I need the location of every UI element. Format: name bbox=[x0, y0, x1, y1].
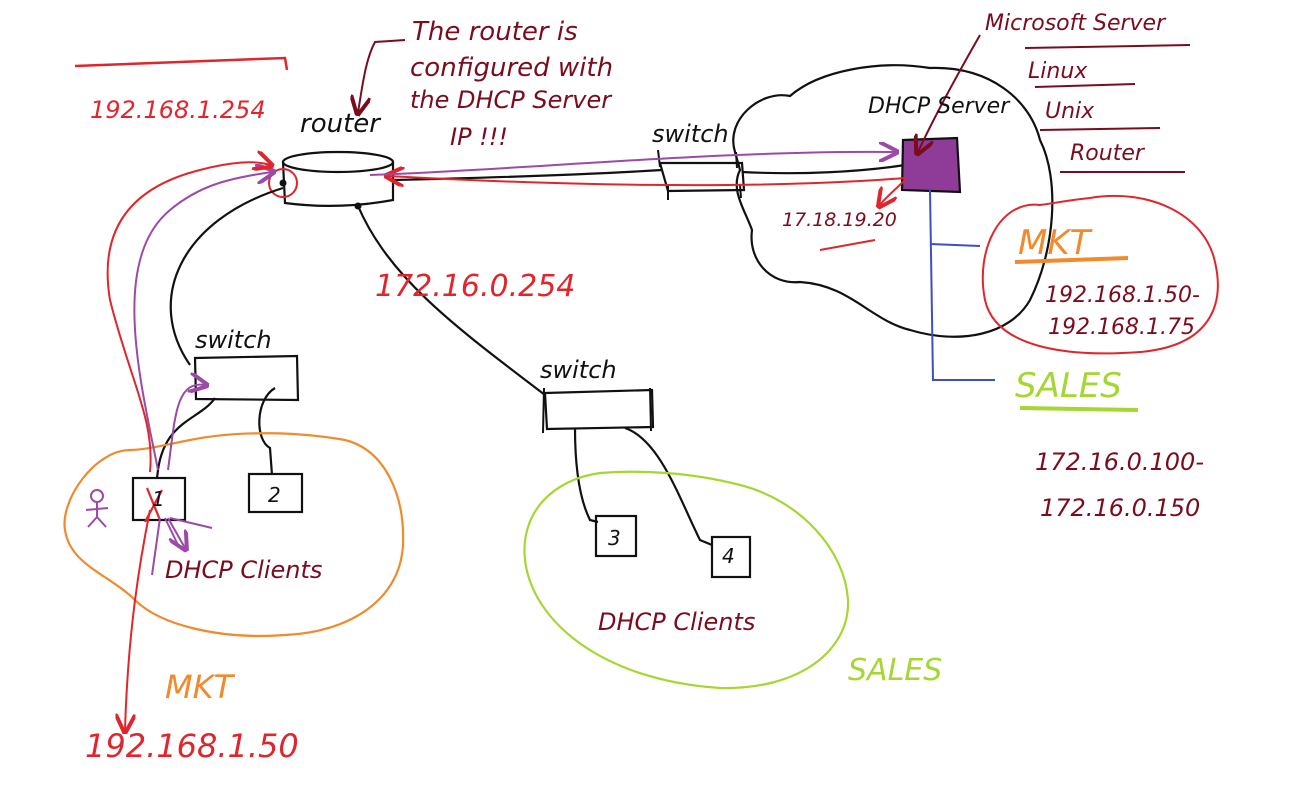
mkt-scope-end: 192.168.1.75 bbox=[1048, 315, 1195, 340]
router-top bbox=[281, 150, 395, 174]
note-line-1: The router is bbox=[412, 17, 578, 47]
maroon-arrow-os-to-server bbox=[918, 34, 981, 152]
red-loop-path bbox=[106, 162, 270, 473]
server-cloud bbox=[732, 64, 1054, 338]
dhcp-server-box bbox=[900, 136, 962, 194]
red-underline-topleft bbox=[74, 56, 289, 71]
purple-broadcast-arrows bbox=[151, 517, 213, 576]
red-arrow-to-client-ip bbox=[125, 509, 151, 730]
underline-os-2 bbox=[1034, 83, 1136, 88]
cable-switch-middle-client4 bbox=[624, 426, 713, 547]
router-body bbox=[281, 161, 395, 207]
sales-label: SALES bbox=[848, 653, 942, 688]
purple-arrow-client-to-router-2 bbox=[167, 385, 205, 471]
note-line-2: configured with bbox=[410, 53, 613, 83]
server-type-3: Unix bbox=[1045, 99, 1095, 124]
client-2-box bbox=[247, 472, 304, 514]
clients-left-label: DHCP Clients bbox=[165, 556, 322, 584]
client-3-box bbox=[594, 514, 638, 558]
sales-scope-end: 172.16.0.150 bbox=[1040, 494, 1200, 522]
router-label: router bbox=[300, 109, 382, 139]
cable-switch-left-client1 bbox=[155, 397, 216, 479]
server-type-2: Linux bbox=[1028, 59, 1088, 84]
blue-scope-line bbox=[929, 189, 995, 381]
server-type-1: Microsoft Server bbox=[985, 11, 1167, 36]
cable-switch-server bbox=[741, 163, 906, 175]
note-line-3: the DHCP Server bbox=[410, 86, 613, 114]
note-line-4: IP !!! bbox=[450, 123, 508, 151]
switch-top-label: switch bbox=[652, 120, 729, 148]
purple-arrow-client-to-router bbox=[133, 172, 272, 471]
router-ip-bottom-label: 172.16.0.254 bbox=[375, 269, 575, 304]
router-ip-top-label: 192.168.1.254 bbox=[90, 96, 266, 124]
router-port-left bbox=[279, 179, 287, 187]
switch-middle bbox=[542, 387, 655, 434]
switch-left bbox=[193, 354, 300, 402]
sales-cloud bbox=[523, 470, 850, 690]
sales-scope-name: SALES bbox=[1015, 366, 1122, 406]
purple-arrow-router-to-server bbox=[369, 152, 895, 176]
client-3-label: 3 bbox=[608, 526, 621, 550]
dhcp-server-label: DHCP Server bbox=[868, 94, 1011, 119]
cable-router-switch-left bbox=[169, 186, 284, 366]
user-icon bbox=[85, 489, 109, 528]
mkt-label: MKT bbox=[165, 668, 236, 706]
cable-router-switch bbox=[392, 168, 663, 182]
switch-middle-label: switch bbox=[540, 356, 617, 384]
switch-left-label: switch bbox=[195, 326, 272, 354]
red-underline-server-ip bbox=[819, 239, 876, 251]
client-1-label: 1 bbox=[152, 487, 165, 511]
red-arrow-to-server-ip bbox=[880, 179, 906, 205]
client-2-label: 2 bbox=[268, 483, 281, 507]
cable-switch-left-client2 bbox=[258, 387, 276, 476]
red-arrow-server-to-router bbox=[388, 176, 906, 185]
clients-right-label: DHCP Clients bbox=[598, 608, 755, 636]
client-ip-label: 192.168.1.50 bbox=[85, 727, 299, 765]
mkt-scope-underline bbox=[1014, 256, 1129, 264]
maroon-arrow-note-to-router bbox=[358, 39, 406, 112]
underline-os-3 bbox=[1039, 127, 1161, 131]
mkt-scope-start: 192.168.1.50- bbox=[1045, 283, 1200, 308]
server-type-4: Router bbox=[1070, 141, 1146, 166]
client-4-label: 4 bbox=[722, 544, 735, 568]
sales-scope-underline bbox=[1019, 406, 1139, 412]
mkt-cloud bbox=[63, 432, 405, 638]
cable-router-switch-middle bbox=[356, 205, 546, 396]
underline-os-1 bbox=[1024, 44, 1191, 49]
mkt-scope-circle bbox=[981, 194, 1219, 355]
client-4-box bbox=[710, 535, 752, 579]
cable-switch-middle-client3 bbox=[573, 427, 599, 524]
sales-scope-start: 172.16.0.100- bbox=[1035, 448, 1204, 476]
server-ip-label: 17.18.19.20 bbox=[782, 209, 897, 231]
mkt-scope-name: MKT bbox=[1018, 223, 1093, 263]
